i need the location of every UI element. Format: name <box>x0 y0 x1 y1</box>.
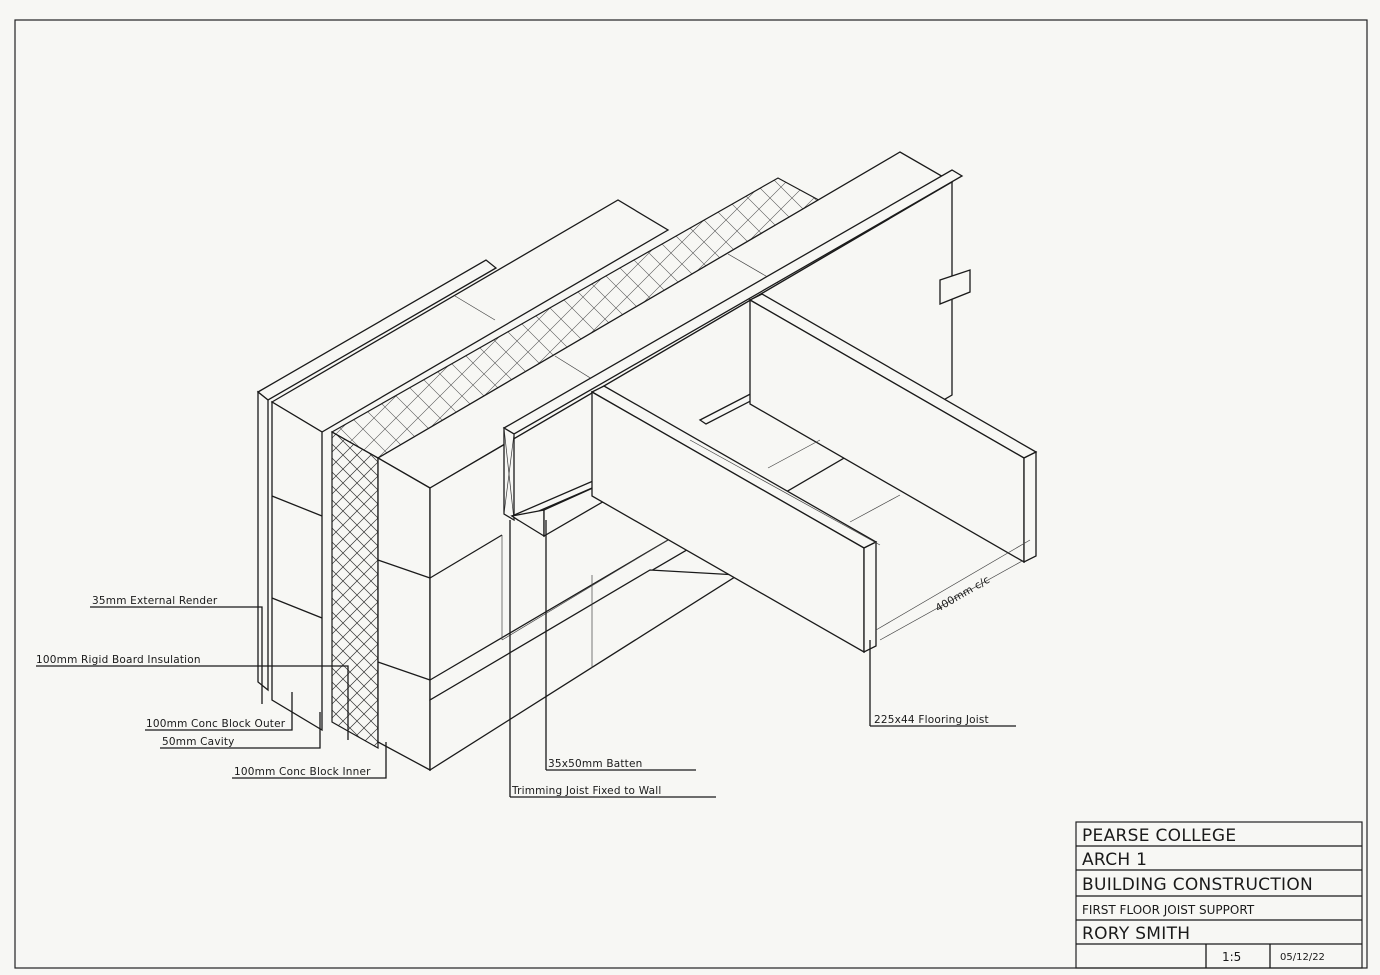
joist-front <box>590 385 878 654</box>
title-date: 05/12/22 <box>1280 952 1325 963</box>
title-drawing: FIRST FLOOR JOIST SUPPORT <box>1082 903 1255 917</box>
title-course: ARCH 1 <box>1082 850 1147 870</box>
label-external-render: 35mm External Render <box>92 595 218 607</box>
insulation-front <box>331 430 379 750</box>
label-batten: 35x50mm Batten <box>548 758 643 770</box>
spacing-dimension: 400mm c/c <box>934 574 993 615</box>
label-block-inner: 100mm Conc Block Inner <box>234 766 371 778</box>
title-author: RORY SMITH <box>1082 924 1190 944</box>
joist-back <box>748 293 1038 564</box>
sheet-border <box>14 19 1368 969</box>
title-block <box>1075 821 1363 969</box>
title-college: PEARSE COLLEGE <box>1082 826 1236 846</box>
render-front <box>257 390 269 692</box>
label-cavity: 50mm Cavity <box>162 736 235 748</box>
label-rigid-insulation: 100mm Rigid Board Insulation <box>36 654 201 666</box>
trimming-joist <box>502 169 964 522</box>
outer-block-front <box>271 400 323 732</box>
title-subject: BUILDING CONSTRUCTION <box>1082 875 1313 895</box>
leaders <box>36 520 1016 798</box>
label-flooring-joist: 225x44 Flooring Joist <box>874 714 989 726</box>
label-block-outer: 100mm Conc Block Outer <box>146 718 286 730</box>
title-scale: 1:5 <box>1222 950 1241 964</box>
inner-block-front <box>377 456 431 772</box>
label-trimming-joist: Trimming Joist Fixed to Wall <box>511 785 662 797</box>
